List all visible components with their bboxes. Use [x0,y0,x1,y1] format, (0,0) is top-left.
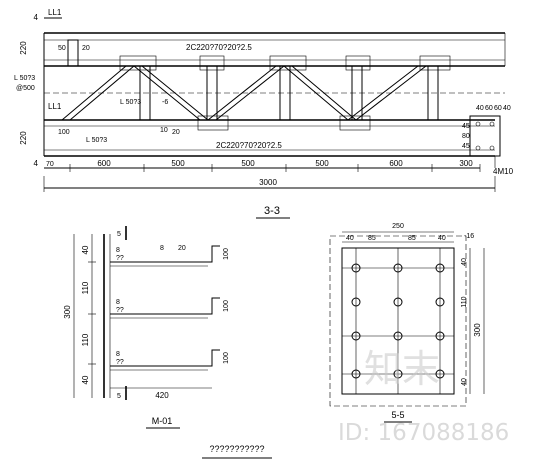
end-dim-3: 60 [494,105,502,112]
note-50: 50 [58,45,66,52]
m01-dim-110-b: 110 [81,333,90,346]
span-6: 300 [459,159,473,168]
m01-dim-40-bottom: 40 [81,375,90,384]
m01-rebar-1: 8 [116,247,120,254]
note-20: 20 [82,45,90,52]
label-ll1-top: LL1 [48,8,62,17]
bar-callout-top: 2C220?70?20?2.5 [186,43,252,52]
m01-rebar-tail: 20 [178,245,186,252]
end-dim-1: 40 [476,105,484,112]
m01-section-mark-bottom: 5 [117,393,121,400]
m01-weld-3: ?? [116,359,124,366]
plate-dim-85-a: 85 [368,235,376,242]
dim-220-top: 220 [19,41,28,55]
left-mark-l: L 50?3 [14,75,35,82]
watermark-id: ID: 167088186 [338,420,509,446]
dim-220-bottom: 220 [19,131,28,145]
dim-4-top: 4 [34,13,39,22]
m01-dim-110-a: 110 [81,281,90,294]
m01-rebar-main: 8 [160,245,164,252]
left-mark-spacing: @500 [16,85,35,92]
plate-title: 5-5 [391,410,404,420]
note-l50-bottom: L 50?3 [86,137,107,144]
m01-rebar-2: 8 [116,299,120,306]
plate-thickness: -16 [464,233,474,240]
plate-total-height: 300 [473,323,482,337]
plate-5-5: 250 40 85 85 40 -16 40 110 40 300 5-5 [329,223,485,423]
m01-section-mark-top: 5 [117,231,121,238]
label-ll1-bottom: LL1 [48,102,62,111]
plate-vdim-110: 110 [461,296,468,307]
m01-plate-h-1: 100 [223,248,230,260]
note-plate-6: -6 [162,99,168,106]
plate-dim-40-left: 40 [346,235,354,242]
m01-plate-h-2: 100 [223,300,230,312]
m01-plate-h-3: 100 [223,352,230,364]
m01-rebar-3: 8 [116,351,120,358]
anchor-bolts: 4M10 [493,167,514,176]
plate-total-width: 250 [392,223,404,230]
plate-vdim-40-bottom: 40 [461,378,468,386]
end-dim-4: 40 [503,105,511,112]
plate-dim-85-b: 85 [408,235,416,242]
watermark: 知末 ID: 167088186 [338,347,509,446]
m01-width: 420 [155,391,169,400]
m01-detail: 40 110 110 40 300 5 5 8 ?? 8 ?? 8 ?? 8 2… [63,226,230,429]
note-l50-mid: L 50?3 [120,99,141,106]
plate-dim-40-right: 40 [438,235,446,242]
drawing-title: ??????????? [209,444,264,454]
end-vdim-3: 45 [462,143,470,150]
bar-callout-bottom: 2C220?70?20?2.5 [216,141,282,150]
end-vdim-2: 80 [462,133,470,140]
section-3-3-title: 3-3 [264,205,280,217]
end-dim-2: 60 [485,105,493,112]
truss-elevation: LL1 4 220 L 50?3 @500 220 LL1 4 70 2C220… [14,8,514,219]
m01-weld-1: ?? [116,255,124,262]
total-length: 3000 [259,178,277,187]
m01-total-height: 300 [63,305,72,319]
note-20-b: 20 [172,129,180,136]
span-4: 500 [315,159,329,168]
m01-dim-40-top: 40 [81,245,90,254]
dim-4-bottom: 4 [34,159,39,168]
span-1: 600 [97,159,111,168]
end-vdim-1: 45 [462,123,470,130]
m01-weld-2: ?? [116,307,124,314]
note-100: 100 [58,129,70,136]
dim-70: 70 [46,161,54,168]
watermark-brand: 知末 [364,347,440,391]
span-5: 600 [389,159,403,168]
note-10: 10 [160,127,168,134]
plate-vdim-40-top: 40 [461,258,468,266]
span-3: 500 [241,159,255,168]
m01-title: M-01 [152,416,173,426]
span-2: 500 [171,159,185,168]
